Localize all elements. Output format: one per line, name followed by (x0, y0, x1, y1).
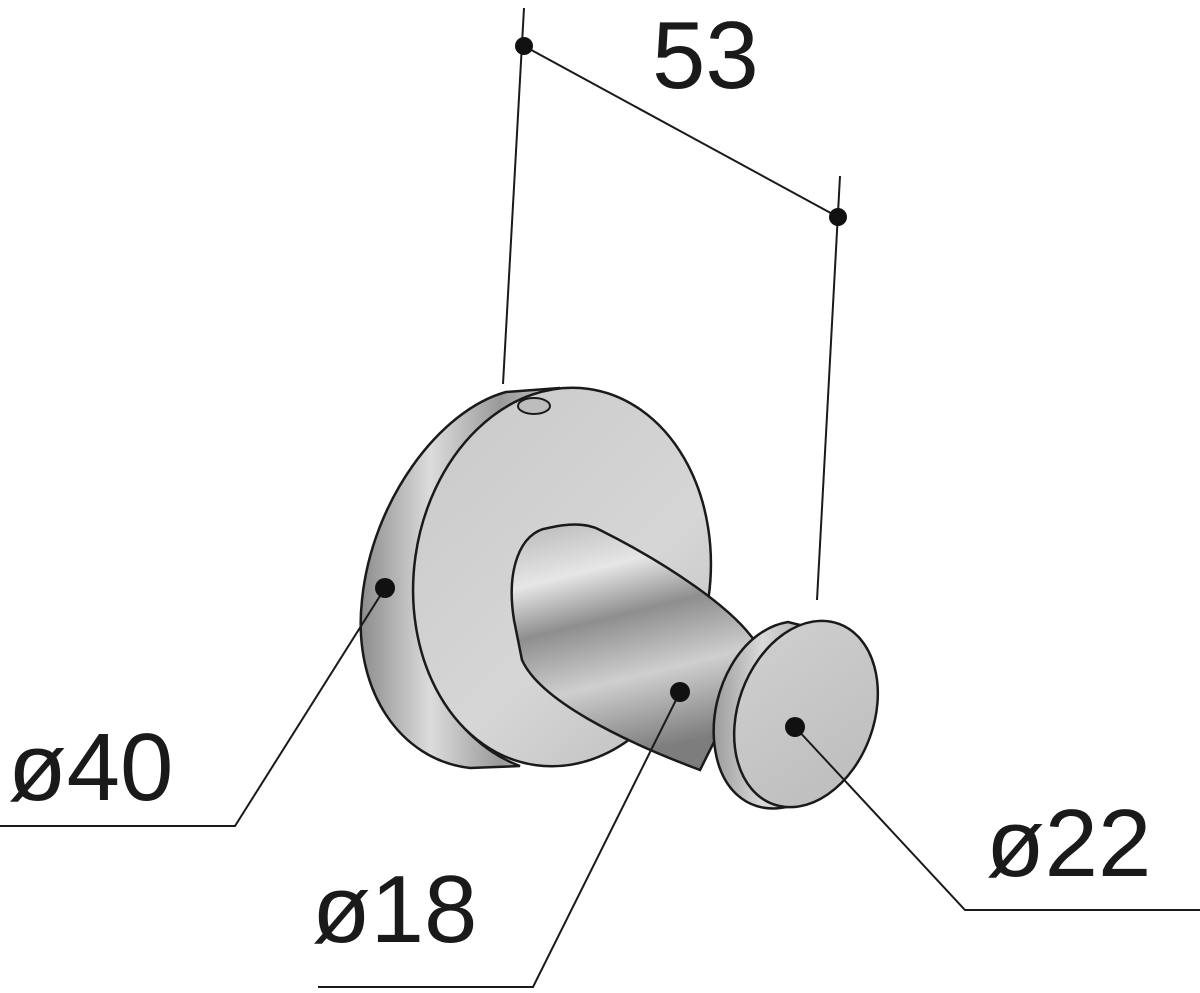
base-diameter-label: ø40 (8, 714, 174, 821)
dimension-endpoint-right (829, 208, 847, 226)
stem (510, 523, 762, 772)
extension-line-left (502, 7, 525, 385)
length-dimension-lines (502, 7, 841, 601)
end-cap (712, 619, 880, 810)
set-screw-hole (517, 397, 551, 415)
cap-diameter-label: ø22 (986, 790, 1152, 897)
cap-face (732, 619, 880, 809)
leader-stem-diameter (318, 691, 681, 988)
dimension-endpoint-left (515, 37, 533, 55)
leader-lines (0, 587, 1200, 988)
stem-diameter-label: ø18 (312, 856, 478, 963)
leader-point-cap (785, 717, 805, 737)
leader-cap-diameter (794, 726, 1200, 911)
leader-point-base (375, 578, 395, 598)
extension-line-right (816, 175, 841, 601)
leader-point-stem (670, 682, 690, 702)
stem-body (510, 523, 762, 772)
leader-base-diameter (0, 587, 386, 827)
overall-length-label: 53 (652, 2, 759, 109)
dimension-line (523, 45, 839, 218)
